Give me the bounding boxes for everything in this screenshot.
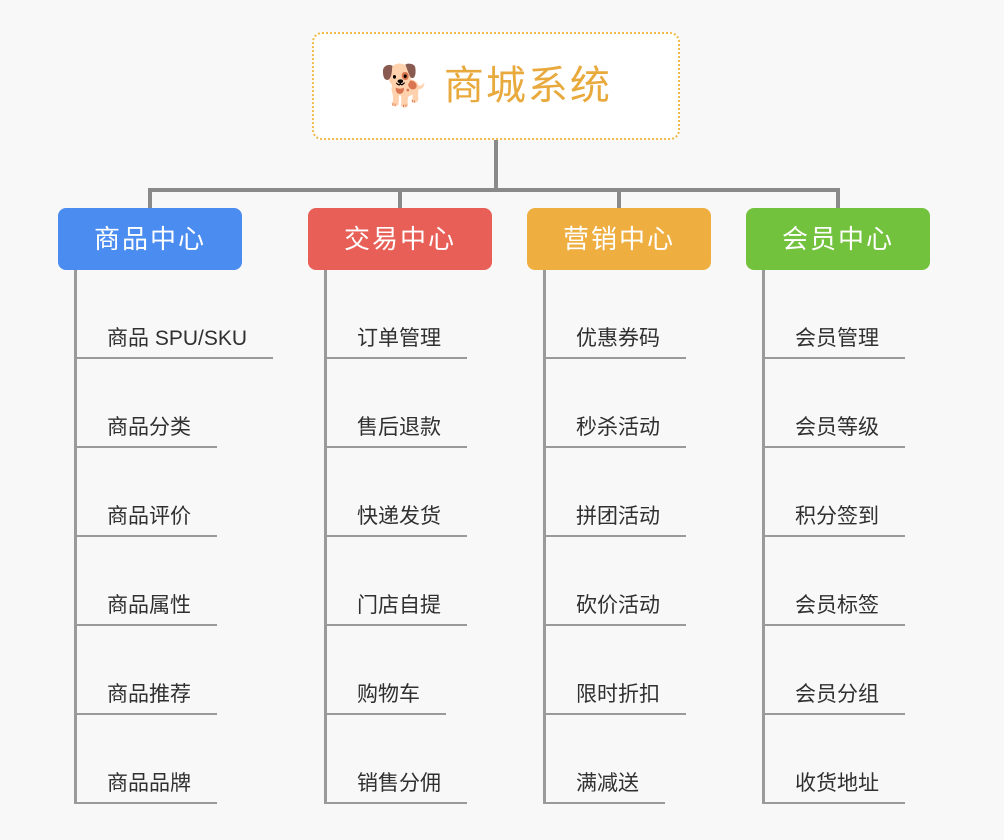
leaf-item-label: 快递发货 [327,505,467,537]
category-label: 商品中心 [93,224,206,254]
connector-root-stem [494,140,498,192]
leaf-item[interactable]: 订单管理 [327,270,467,359]
connector-drop-4 [836,188,840,212]
leaf-item-label: 砍价活动 [546,594,686,626]
leaf-item-label: 商品推荐 [77,683,217,715]
leaf-item-label: 会员管理 [765,327,905,359]
leaf-item[interactable]: 售后退款 [327,359,467,448]
leaf-item-label: 商品品牌 [77,772,217,804]
leaf-item[interactable]: 商品属性 [77,537,273,626]
category-box-1[interactable]: 商品中心 [58,208,242,270]
leaf-item[interactable]: 门店自提 [327,537,467,626]
leaf-item[interactable]: 快递发货 [327,448,467,537]
leaf-item[interactable]: 优惠券码 [546,270,686,359]
leaf-column-4: 会员管理会员等级积分签到会员标签会员分组收货地址 [762,270,905,804]
leaf-item[interactable]: 商品 SPU/SKU [77,270,274,359]
leaf-item[interactable]: 会员等级 [765,359,905,448]
leaf-column-3: 优惠券码秒杀活动拼团活动砍价活动限时折扣满减送 [543,270,686,804]
leaf-item[interactable]: 会员管理 [765,270,905,359]
leaf-item-label: 优惠券码 [546,327,686,359]
leaf-item-label: 销售分佣 [327,772,467,804]
connector-drop-3 [617,188,621,212]
leaf-item-label: 售后退款 [327,416,467,448]
leaf-item-label: 商品分类 [77,416,217,448]
leaf-item[interactable]: 积分签到 [765,448,905,537]
category-box-2[interactable]: 交易中心 [308,208,492,270]
leaf-item-label: 收货地址 [765,772,905,804]
leaf-item[interactable]: 会员分组 [765,626,905,715]
leaf-item-label: 商品评价 [77,505,217,537]
leaf-item[interactable]: 收货地址 [765,715,905,804]
leaf-item[interactable]: 商品评价 [77,448,273,537]
connector-drop-1 [148,188,152,212]
leaf-item-label: 购物车 [327,683,446,715]
leaf-item[interactable]: 秒杀活动 [546,359,686,448]
leaf-item[interactable]: 满减送 [546,715,686,804]
connector-drop-2 [398,188,402,212]
leaf-item[interactable]: 限时折扣 [546,626,686,715]
category-box-3[interactable]: 营销中心 [527,208,711,270]
leaf-item-label: 订单管理 [327,327,467,359]
leaf-column-2: 订单管理售后退款快递发货门店自提购物车销售分佣 [324,270,467,804]
leaf-item-label: 商品属性 [77,594,217,626]
leaf-item[interactable]: 购物车 [327,626,467,715]
leaf-item[interactable]: 砍价活动 [546,537,686,626]
shiba-dog-face-icon: 🐕 [380,64,430,108]
leaf-item[interactable]: 商品品牌 [77,715,273,804]
leaf-column-1: 商品 SPU/SKU 商品分类商品评价商品属性商品推荐商品品牌 [74,270,274,804]
leaf-item-label: 会员等级 [765,416,905,448]
category-label: 会员中心 [781,224,894,254]
leaf-item-label: 拼团活动 [546,505,686,537]
leaf-item-label: 会员标签 [765,594,905,626]
root-title: 商城系统 [443,64,612,108]
leaf-item[interactable]: 拼团活动 [546,448,686,537]
root-node[interactable]: 🐕 商城系统 [312,32,680,140]
category-box-4[interactable]: 会员中心 [746,208,930,270]
leaf-item-label: 商品 SPU/SKU [77,327,274,359]
category-label: 营销中心 [562,224,675,254]
leaf-item[interactable]: 会员标签 [765,537,905,626]
leaf-item-label: 满减送 [546,772,665,804]
leaf-item-label: 会员分组 [765,683,905,715]
leaf-item-label: 限时折扣 [546,683,686,715]
leaf-item[interactable]: 商品分类 [77,359,273,448]
leaf-item-label: 积分签到 [765,505,905,537]
leaf-item-label: 秒杀活动 [546,416,686,448]
leaf-item-label: 门店自提 [327,594,467,626]
leaf-item[interactable]: 商品推荐 [77,626,273,715]
connector-horizontal-bus [150,188,840,192]
leaf-item[interactable]: 销售分佣 [327,715,467,804]
category-label: 交易中心 [343,224,456,254]
